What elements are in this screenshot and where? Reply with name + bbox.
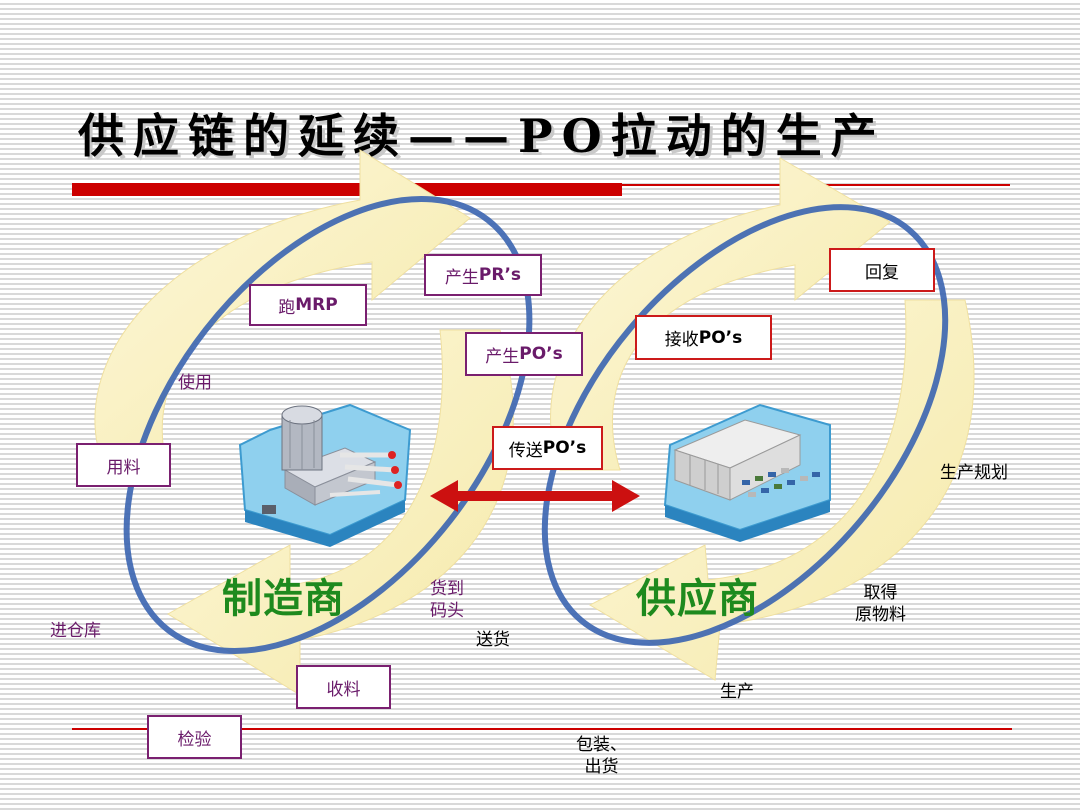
supplier-cycle [541,157,975,681]
pack-ship-line1: 包装、 [576,735,627,755]
receive-pos-box: 接收 PO’s [635,315,772,360]
supplier-cycle-bottom-arrow [588,299,975,681]
pack-ship-label: 包装、 出货 [576,734,627,778]
run-mrp-prefix: 跑 [278,297,296,318]
arrive-dock-line2: 码头 [430,601,464,621]
send-pos-en: PO’s [542,438,587,458]
run-mrp-box: 跑 MRP [249,284,367,326]
supplier-cycle-ring [541,204,949,646]
send-pos-box: 传送 PO’s [492,426,603,470]
manufacturer-cycle-ring [123,195,533,655]
reply-box: 回复 [829,248,935,292]
receive-material-text: 收料 [326,679,361,700]
run-mrp-en: MRP [295,295,338,315]
create-pos-en: PO’s [519,344,563,364]
material-box: 用料 [76,443,171,487]
raw-material-line2: 原物料 [855,605,906,625]
production-planning-label: 生产规划 [940,463,1008,483]
arrive-dock-line1: 货到 [430,579,464,599]
title-underline-thick [72,183,622,196]
pack-ship-line2: 出货 [584,757,619,777]
po-transfer-arrow [430,480,640,512]
create-pos-prefix: 产生 [485,346,520,367]
factory-icon [238,403,412,547]
receive-material-box: 收料 [296,665,391,709]
create-pos-box: 产生 PO’s [465,332,583,376]
inspect-box: 检验 [147,715,242,759]
supplier-name: 供应商 [636,576,759,622]
reply-text: 回复 [865,262,899,283]
create-prs-en: PR’s [478,265,522,285]
receive-pos-prefix: 接收 [664,330,699,350]
arrive-dock-label: 货到 码头 [430,578,464,622]
use-label: 使用 [178,373,212,393]
manufacturer-cycle [94,149,533,696]
warehouse-label: 进仓库 [50,621,101,641]
create-prs-prefix: 产生 [444,267,479,288]
deliver-label: 送货 [476,630,510,650]
receive-pos-en: PO’s [698,327,743,348]
inspect-text: 检验 [177,729,212,750]
material-text: 用料 [106,457,141,478]
raw-material-label: 取得 原物料 [855,582,906,626]
send-pos-prefix: 传送 [508,440,543,461]
production-label: 生产 [720,682,754,702]
bottom-divider [72,728,1012,730]
create-prs-box: 产生 PR’s [424,254,542,296]
manufacturer-name: 制造商 [222,576,345,622]
page-title: 供应链的延续——PO拉动的生产 [78,109,886,163]
raw-material-line1: 取得 [863,583,898,603]
warehouse-icon [663,403,831,542]
